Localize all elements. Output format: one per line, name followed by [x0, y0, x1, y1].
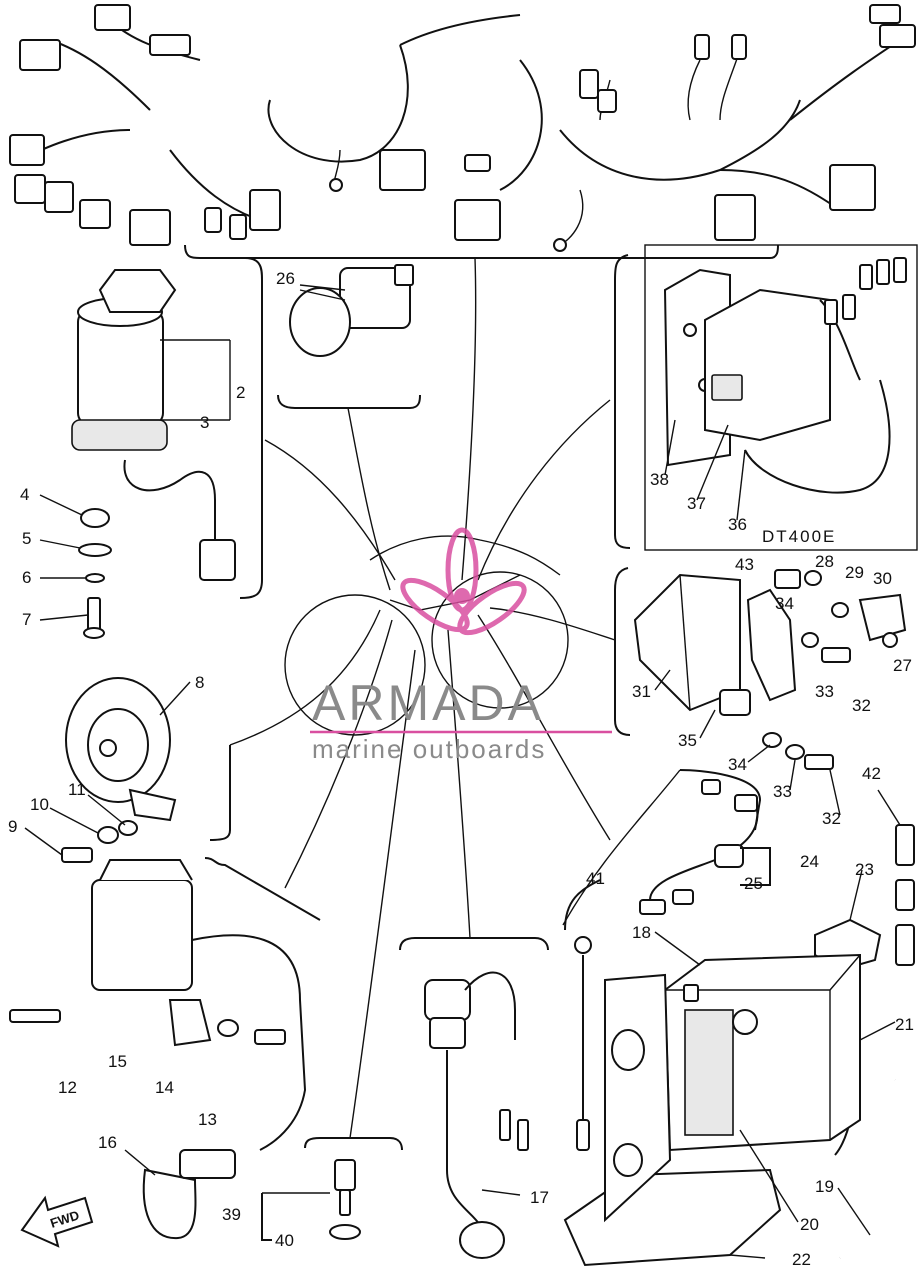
callout-14: 14: [155, 1078, 174, 1097]
part-horn: [61, 677, 231, 863]
callout-27: 27: [893, 656, 912, 675]
callout-33: 33: [815, 682, 834, 701]
callout-30: 30: [873, 569, 892, 588]
part-wire-lead-17: [399, 937, 549, 1259]
callout-15: 15: [108, 1052, 127, 1071]
part-regulator-group: [614, 567, 907, 770]
fwd-arrow-icon: FWD: [20, 1195, 94, 1248]
callout-21: 21: [895, 1015, 914, 1034]
callout-23: 23: [855, 860, 874, 879]
part-plug-cap: [142, 1149, 236, 1240]
callout-29: 29: [845, 563, 864, 582]
callout-37: 37: [687, 494, 706, 513]
callout-43: 43: [735, 555, 754, 574]
part-relay-26: [277, 264, 421, 409]
callout-10: 10: [30, 795, 49, 814]
part-main-switch: [71, 257, 263, 639]
part-ignition-coil: [9, 857, 321, 1151]
callout-5: 5: [22, 529, 31, 548]
leader-lines: [229, 257, 681, 1139]
callout-32: 32: [852, 696, 871, 715]
callout-7: 7: [22, 610, 31, 629]
wire-harness: [9, 4, 916, 259]
callout-31: 31: [632, 682, 651, 701]
callout-34-secondary: 34: [728, 755, 747, 774]
part-battery-group: [563, 769, 915, 1267]
callout-8: 8: [195, 673, 204, 692]
callout-17: 17: [530, 1188, 549, 1207]
callout-38: 38: [650, 470, 669, 489]
propeller-logo-icon: [400, 527, 527, 636]
callout-25: 25: [744, 874, 763, 893]
variant-label: DT400E: [762, 527, 836, 546]
callout-6: 6: [22, 568, 31, 587]
panel-dt400e: DT400E: [614, 244, 918, 551]
callout-35: 35: [678, 731, 697, 750]
callout-16: 16: [98, 1133, 117, 1152]
callout-2: 2: [236, 383, 245, 402]
callout-3: 3: [200, 413, 209, 432]
callout-12: 12: [58, 1078, 77, 1097]
callout-28: 28: [815, 552, 834, 571]
part-ground-lead-41: [564, 879, 601, 1151]
callout-numbers: 2 3 4 5 6 7 8 9 10 11 12 13 14 15 16 17 …: [8, 269, 914, 1269]
callout-leaders: [24, 289, 901, 1259]
callout-41: 41: [586, 869, 605, 888]
callout-20: 20: [800, 1215, 819, 1234]
callout-33-secondary: 33: [773, 782, 792, 801]
callout-24: 24: [800, 852, 819, 871]
callout-11: 11: [68, 780, 86, 799]
callout-42: 42: [862, 764, 881, 783]
callout-22: 22: [792, 1250, 811, 1269]
watermark-tagline: marine outboards: [312, 734, 546, 764]
callout-13: 13: [198, 1110, 217, 1129]
callout-18: 18: [632, 923, 651, 942]
watermark: ARMADA marine outboards: [310, 527, 612, 764]
part-neutral-switch: [261, 1137, 403, 1241]
callout-34: 34: [775, 594, 794, 613]
callout-32-secondary: 32: [822, 809, 841, 828]
callout-26: 26: [276, 269, 295, 288]
callout-9: 9: [8, 817, 17, 836]
callout-40: 40: [275, 1231, 294, 1250]
callout-4: 4: [20, 485, 29, 504]
callout-36: 36: [728, 515, 747, 534]
watermark-brand: ARMADA: [312, 675, 544, 731]
callout-19: 19: [815, 1177, 834, 1196]
callout-39: 39: [222, 1205, 241, 1224]
